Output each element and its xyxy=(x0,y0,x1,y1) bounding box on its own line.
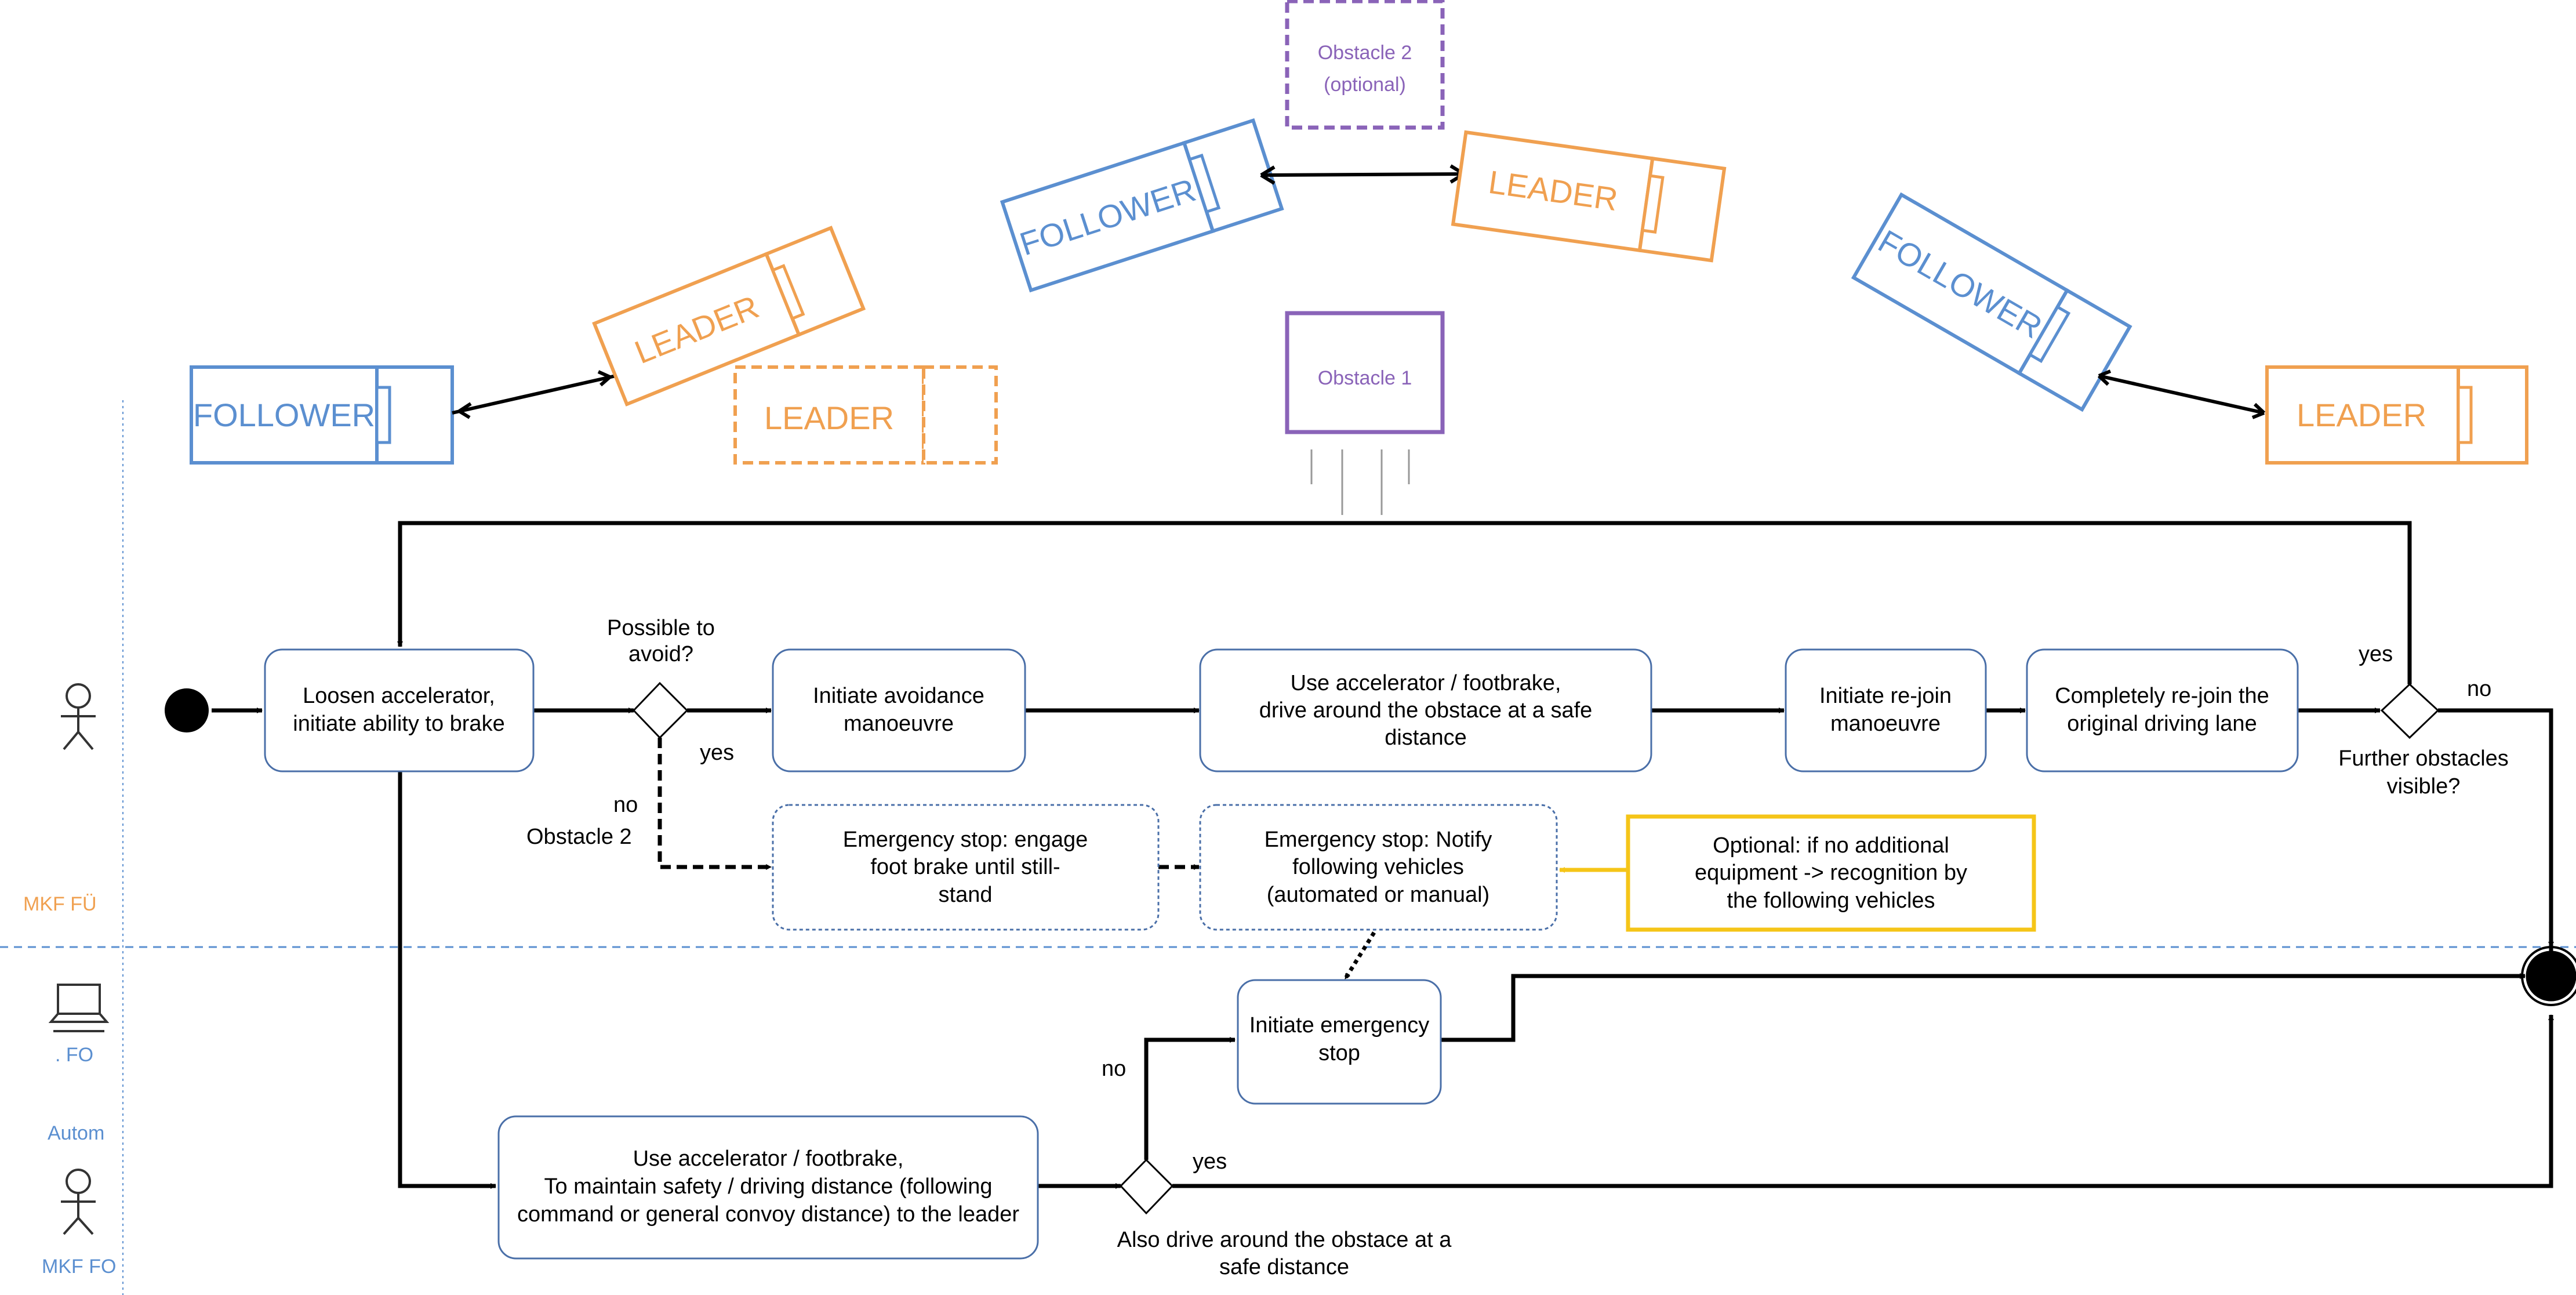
node-text: drive around the obstace at a safe xyxy=(1259,698,1593,723)
node-text: Completely re-join the xyxy=(2055,684,2269,708)
node-text: Use accelerator / footbrake, xyxy=(633,1147,904,1171)
decision-further-obstacles xyxy=(2380,683,2440,739)
scene3-follower: FOLLOWER xyxy=(1851,192,2132,412)
node-initiate-rejoin xyxy=(1785,648,1987,772)
node-text: Initiate avoidance xyxy=(813,684,984,708)
no-label: no xyxy=(1102,1057,1126,1081)
node-text: Emergency stop: Notify xyxy=(1265,828,1492,852)
node-text: initiate ability to brake xyxy=(293,712,504,736)
leader-label: LEADER xyxy=(2297,397,2426,433)
obstacle1-label: Obstacle 1 xyxy=(1318,367,1412,389)
obstacle2-label: Obstacle 2 xyxy=(1318,42,1412,64)
note-text: the following vehicles xyxy=(1727,888,1935,913)
node-text: stop xyxy=(1318,1041,1360,1065)
actor-icon xyxy=(61,1169,96,1235)
no-label: no xyxy=(613,793,638,817)
note-text: equipment -> recognition by xyxy=(1695,861,1967,885)
yes-label: yes xyxy=(2359,642,2393,666)
node-text: original driving lane xyxy=(2067,712,2257,736)
decision-label: visible? xyxy=(2387,774,2461,799)
node-text: Initiate re-join xyxy=(1819,684,1952,708)
scene3-leader: LEADER xyxy=(2265,365,2528,465)
node-initiate-avoidance xyxy=(772,648,1026,772)
node-text: Use accelerator / footbrake, xyxy=(1291,671,1561,695)
node-initiate-emergency-stop xyxy=(1237,979,1442,1105)
node-emergency-brake xyxy=(772,804,1160,931)
leader-label: LEADER xyxy=(764,400,894,436)
node-text: manoeuvre xyxy=(844,712,954,736)
note-optional xyxy=(1626,814,2036,932)
node-text: following vehicles xyxy=(1292,855,1464,879)
node-text: foot brake until still- xyxy=(870,855,1060,879)
yes-label: yes xyxy=(1193,1149,1227,1174)
obstacle1-motion-lines xyxy=(1310,449,1410,515)
lane-label-auto: . FO xyxy=(55,1044,93,1066)
scene1-leader: LEADER xyxy=(592,226,866,407)
scene1-leader-ghost: LEADER xyxy=(733,365,998,465)
obstacle2-box xyxy=(1285,0,1445,130)
scene2-leader: LEADER xyxy=(1451,130,1727,263)
node-text: To maintain safety / driving distance (f… xyxy=(544,1174,992,1199)
distance-arrow xyxy=(452,374,616,415)
yes-label: yes xyxy=(700,741,734,765)
decision-label: Possible to xyxy=(607,616,715,640)
node-emergency-notify xyxy=(1199,804,1558,931)
decision-possible-to-avoid xyxy=(632,681,689,739)
distance-arrow xyxy=(2098,374,2265,415)
note-text: Optional: if no additional xyxy=(1713,833,1949,858)
scene2-follower: FOLLOWER xyxy=(1000,118,1284,293)
lane-label-driver: MKF FÜ xyxy=(23,893,97,915)
obstacle1-box xyxy=(1285,311,1445,434)
node-text: distance xyxy=(1385,726,1467,750)
node-text: stand xyxy=(939,883,993,907)
decision-label: Further obstacles xyxy=(2338,746,2509,771)
obstacle2-branch-label: Obstacle 2 xyxy=(526,825,632,849)
decision-label: Also drive around the obstace at a xyxy=(1117,1228,1452,1252)
actor-icon xyxy=(61,683,96,750)
node-complete-rejoin xyxy=(2026,648,2299,772)
start-node-icon xyxy=(165,688,209,732)
decision-label: avoid? xyxy=(628,642,693,666)
computer-icon xyxy=(48,984,110,1032)
node-maintain-distance xyxy=(497,1115,1039,1260)
lane-label-auto-2: Autom xyxy=(48,1122,104,1144)
scene1-follower: FOLLOWER xyxy=(190,365,454,465)
no-label: no xyxy=(2467,677,2491,701)
node-text: (automated or manual) xyxy=(1267,883,1489,907)
node-text: Emergency stop: engage xyxy=(843,828,1088,852)
decision-also-drive-around xyxy=(1119,1158,1174,1215)
node-drive-around-obstacle xyxy=(1199,648,1652,772)
obstacle2-optional: (optional) xyxy=(1324,74,1406,96)
node-text: manoeuvre xyxy=(1830,712,1941,736)
decision-label: safe distance xyxy=(1219,1255,1349,1279)
node-text: Loosen accelerator, xyxy=(303,684,495,708)
node-text: Initiate emergency xyxy=(1249,1013,1430,1038)
distance-arrow xyxy=(1260,172,1465,177)
node-text: command or general convoy distance) to t… xyxy=(517,1202,1019,1227)
node-loosen-accelerator xyxy=(264,648,535,772)
end-node-icon xyxy=(2526,951,2576,1002)
lane-label-follower: MKF FO xyxy=(42,1256,116,1278)
follower-label: FOLLOWER xyxy=(193,397,375,433)
